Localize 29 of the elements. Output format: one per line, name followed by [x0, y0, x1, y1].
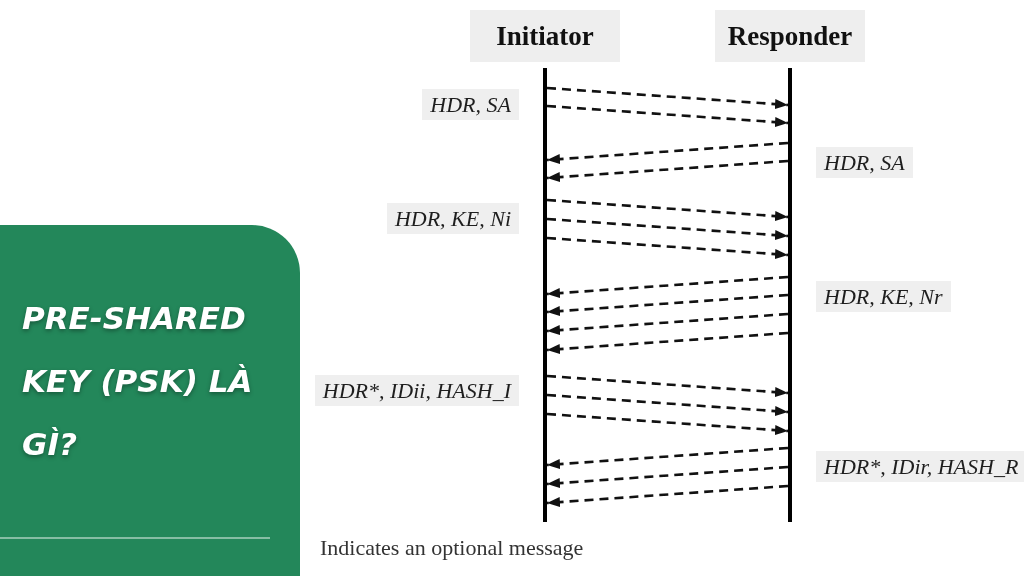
- message-label: HDR, KE, Nr: [816, 281, 951, 313]
- dashed-arrow: [546, 331, 789, 355]
- message-label: HDR, KE, Ni: [386, 203, 519, 235]
- message-label: HDR*, IDir, HASH_R: [816, 451, 1024, 483]
- dashed-arrow: [546, 293, 789, 317]
- dashed-arrow: [546, 104, 789, 128]
- title: PRE-SHARED KEY (PSK) LÀ GÌ?: [22, 299, 254, 464]
- dashed-arrow: [546, 236, 789, 260]
- dashed-arrow: [546, 446, 789, 470]
- dashed-arrow: [546, 465, 789, 489]
- dashed-arrow: [546, 484, 789, 508]
- dashed-arrow: [546, 393, 789, 417]
- lifeline: [543, 68, 547, 522]
- dashed-arrow: [546, 198, 789, 222]
- lifeline: [788, 68, 792, 522]
- participant-header: Initiator: [470, 10, 620, 62]
- dashed-arrow: [546, 159, 789, 183]
- dashed-arrow: [546, 86, 789, 110]
- message-label: HDR, SA: [816, 147, 913, 179]
- dashed-arrow: [546, 141, 789, 165]
- dashed-arrow: [546, 312, 789, 336]
- dashed-arrow: [546, 374, 789, 398]
- message-label: HDR, SA: [422, 89, 519, 121]
- footnote: Indicates an optional message: [320, 535, 584, 561]
- message-label: HDR*, IDii, HASH_I: [314, 375, 519, 407]
- dashed-arrow: [546, 217, 789, 241]
- dashed-arrow: [546, 412, 789, 436]
- dashed-arrow: [546, 275, 789, 299]
- participant-header: Responder: [715, 10, 865, 62]
